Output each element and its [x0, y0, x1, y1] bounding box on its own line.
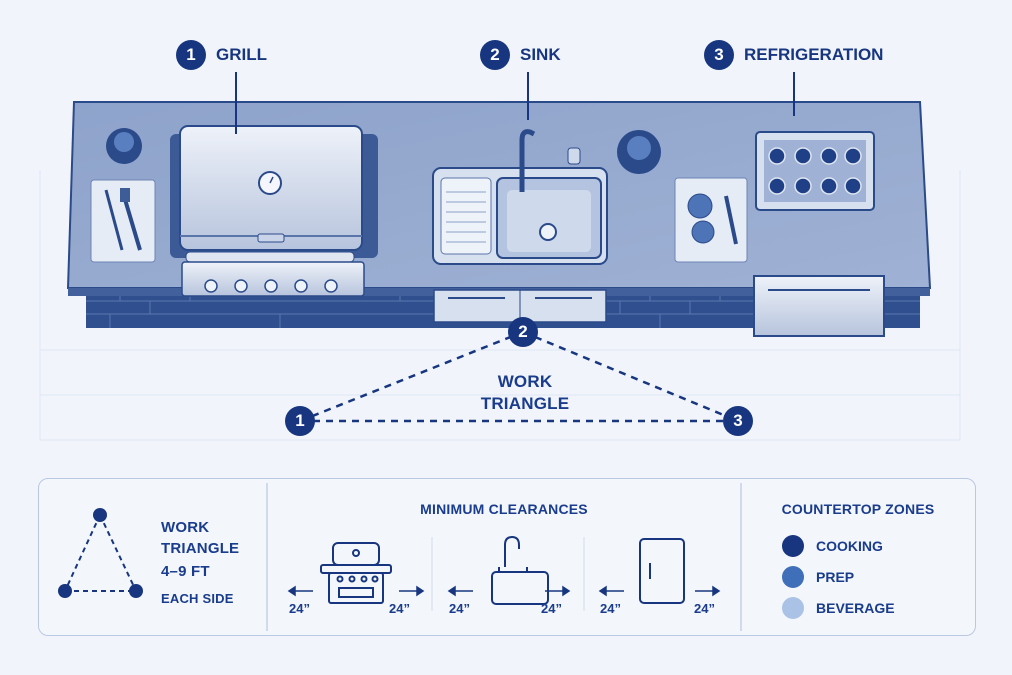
work-triangle-label: WORK TRIANGLE [470, 371, 580, 415]
prep-board [674, 177, 748, 263]
triangle-icon [58, 508, 143, 598]
legend-graphics [58, 483, 742, 631]
legend-triangle-title-line2: TRIANGLE [161, 540, 240, 557]
zone-label-prep: PREP [816, 569, 855, 585]
zone-item-cooking: COOKING [782, 535, 883, 557]
utensil-board [90, 179, 156, 263]
callout-leaders [235, 72, 795, 134]
callout-sink: 2 SINK [480, 40, 561, 70]
callout-label-refrigeration: REFRIGERATION [744, 45, 884, 64]
sink-clearance-left: 24” [449, 601, 470, 616]
zone-label-beverage: BEVERAGE [816, 600, 895, 616]
succulent-plant-left [106, 128, 142, 164]
legend-clearances-title: MINIMUM CLEARANCES [420, 501, 588, 517]
legend-triangle-range: 4–9 FT [161, 563, 210, 580]
grill-clearance-right: 24” [389, 601, 410, 616]
sink [432, 129, 608, 323]
floor-grid [39, 170, 961, 441]
beverage-cooler [753, 131, 885, 337]
callout-number-3: 3 [704, 40, 734, 70]
callout-number-2: 2 [480, 40, 510, 70]
zone-dot-beverage [782, 597, 804, 619]
succulent-plant-right [617, 130, 661, 174]
callout-number-1: 1 [176, 40, 206, 70]
legend-panel: WORK TRIANGLE 4–9 FT EACH SIDE MINIMUM C… [38, 478, 976, 636]
legend-triangle-title-line1: WORK [161, 519, 210, 536]
fridge-clearance-right: 24” [694, 601, 715, 616]
triangle-node-2: 2 [508, 317, 538, 347]
fridge-clearance-icon [639, 538, 685, 604]
fridge-clearance-left: 24” [600, 601, 621, 616]
work-triangle-label-line1: WORK [497, 372, 553, 391]
zone-dot-prep [782, 566, 804, 588]
zone-label-cooking: COOKING [816, 538, 883, 554]
work-triangle-label-line2: TRIANGLE [480, 394, 570, 413]
zone-item-beverage: BEVERAGE [782, 597, 895, 619]
sink-clearance-icon [491, 535, 549, 605]
grill-clearance-left: 24” [289, 601, 310, 616]
sink-clearance-right: 24” [541, 601, 562, 616]
zone-item-prep: PREP [782, 566, 854, 588]
work-triangle-lines [299, 330, 739, 423]
grill-clearance-icon [320, 542, 392, 604]
zone-dot-cooking [782, 535, 804, 557]
triangle-node-3: 3 [723, 406, 753, 436]
triangle-node-1: 1 [285, 406, 315, 436]
legend-zones-title: COUNTERTOP ZONES [781, 501, 935, 517]
clearance-arrows [287, 585, 721, 597]
callout-label-grill: GRILL [216, 45, 267, 64]
callout-label-sink: SINK [520, 45, 561, 64]
legend-triangle-each-side: EACH SIDE [161, 591, 234, 606]
callout-refrigeration: 3 REFRIGERATION [704, 40, 883, 70]
grill [170, 125, 378, 297]
callout-grill: 1 GRILL [176, 40, 267, 70]
legend-triangle-title: WORK TRIANGLE [161, 517, 239, 559]
